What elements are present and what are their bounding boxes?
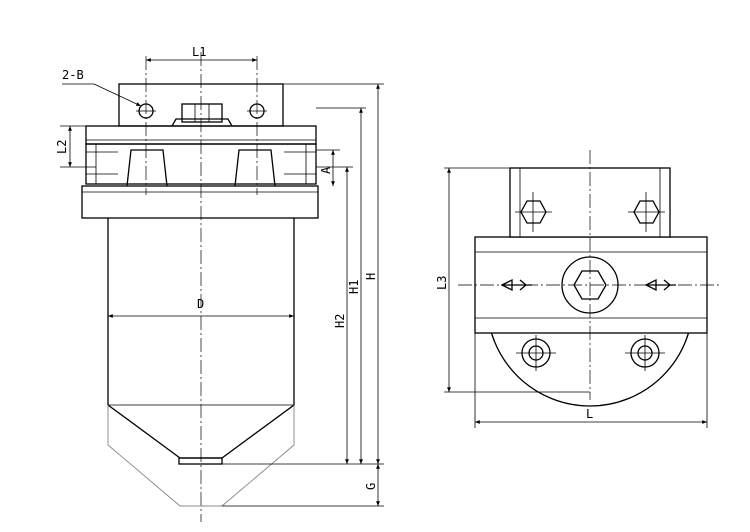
dim-H-label: H <box>364 273 378 280</box>
flow-arrow-left <box>500 278 532 292</box>
front-view <box>81 52 319 522</box>
drain-plug <box>178 457 223 465</box>
dim-H1-label: H1 <box>347 280 361 294</box>
dim-L2-label: L2 <box>55 140 69 154</box>
port-block <box>85 143 317 185</box>
top-view <box>458 150 720 407</box>
dim-B-label: 2-B <box>62 68 84 82</box>
dim-L1-label: L1 <box>192 45 206 59</box>
dim-D-label: D <box>197 297 204 311</box>
boss-left <box>126 149 168 187</box>
top-nut <box>181 103 223 123</box>
lower-flange <box>81 185 319 219</box>
dim-H2-label: H2 <box>333 314 347 328</box>
removal-envelope <box>107 405 295 507</box>
top-dimensions: L3 L <box>435 167 708 428</box>
boss-right <box>234 149 276 187</box>
dim-A-label: A <box>319 166 333 174</box>
flow-arrow-right <box>644 278 676 292</box>
dim-L-label: L <box>586 407 593 421</box>
dim-L3-label: L3 <box>435 276 449 290</box>
front-dimensions: L1 2-B L2 D A H2 H1 H G <box>55 45 384 507</box>
dim-G-label: G <box>364 483 378 490</box>
